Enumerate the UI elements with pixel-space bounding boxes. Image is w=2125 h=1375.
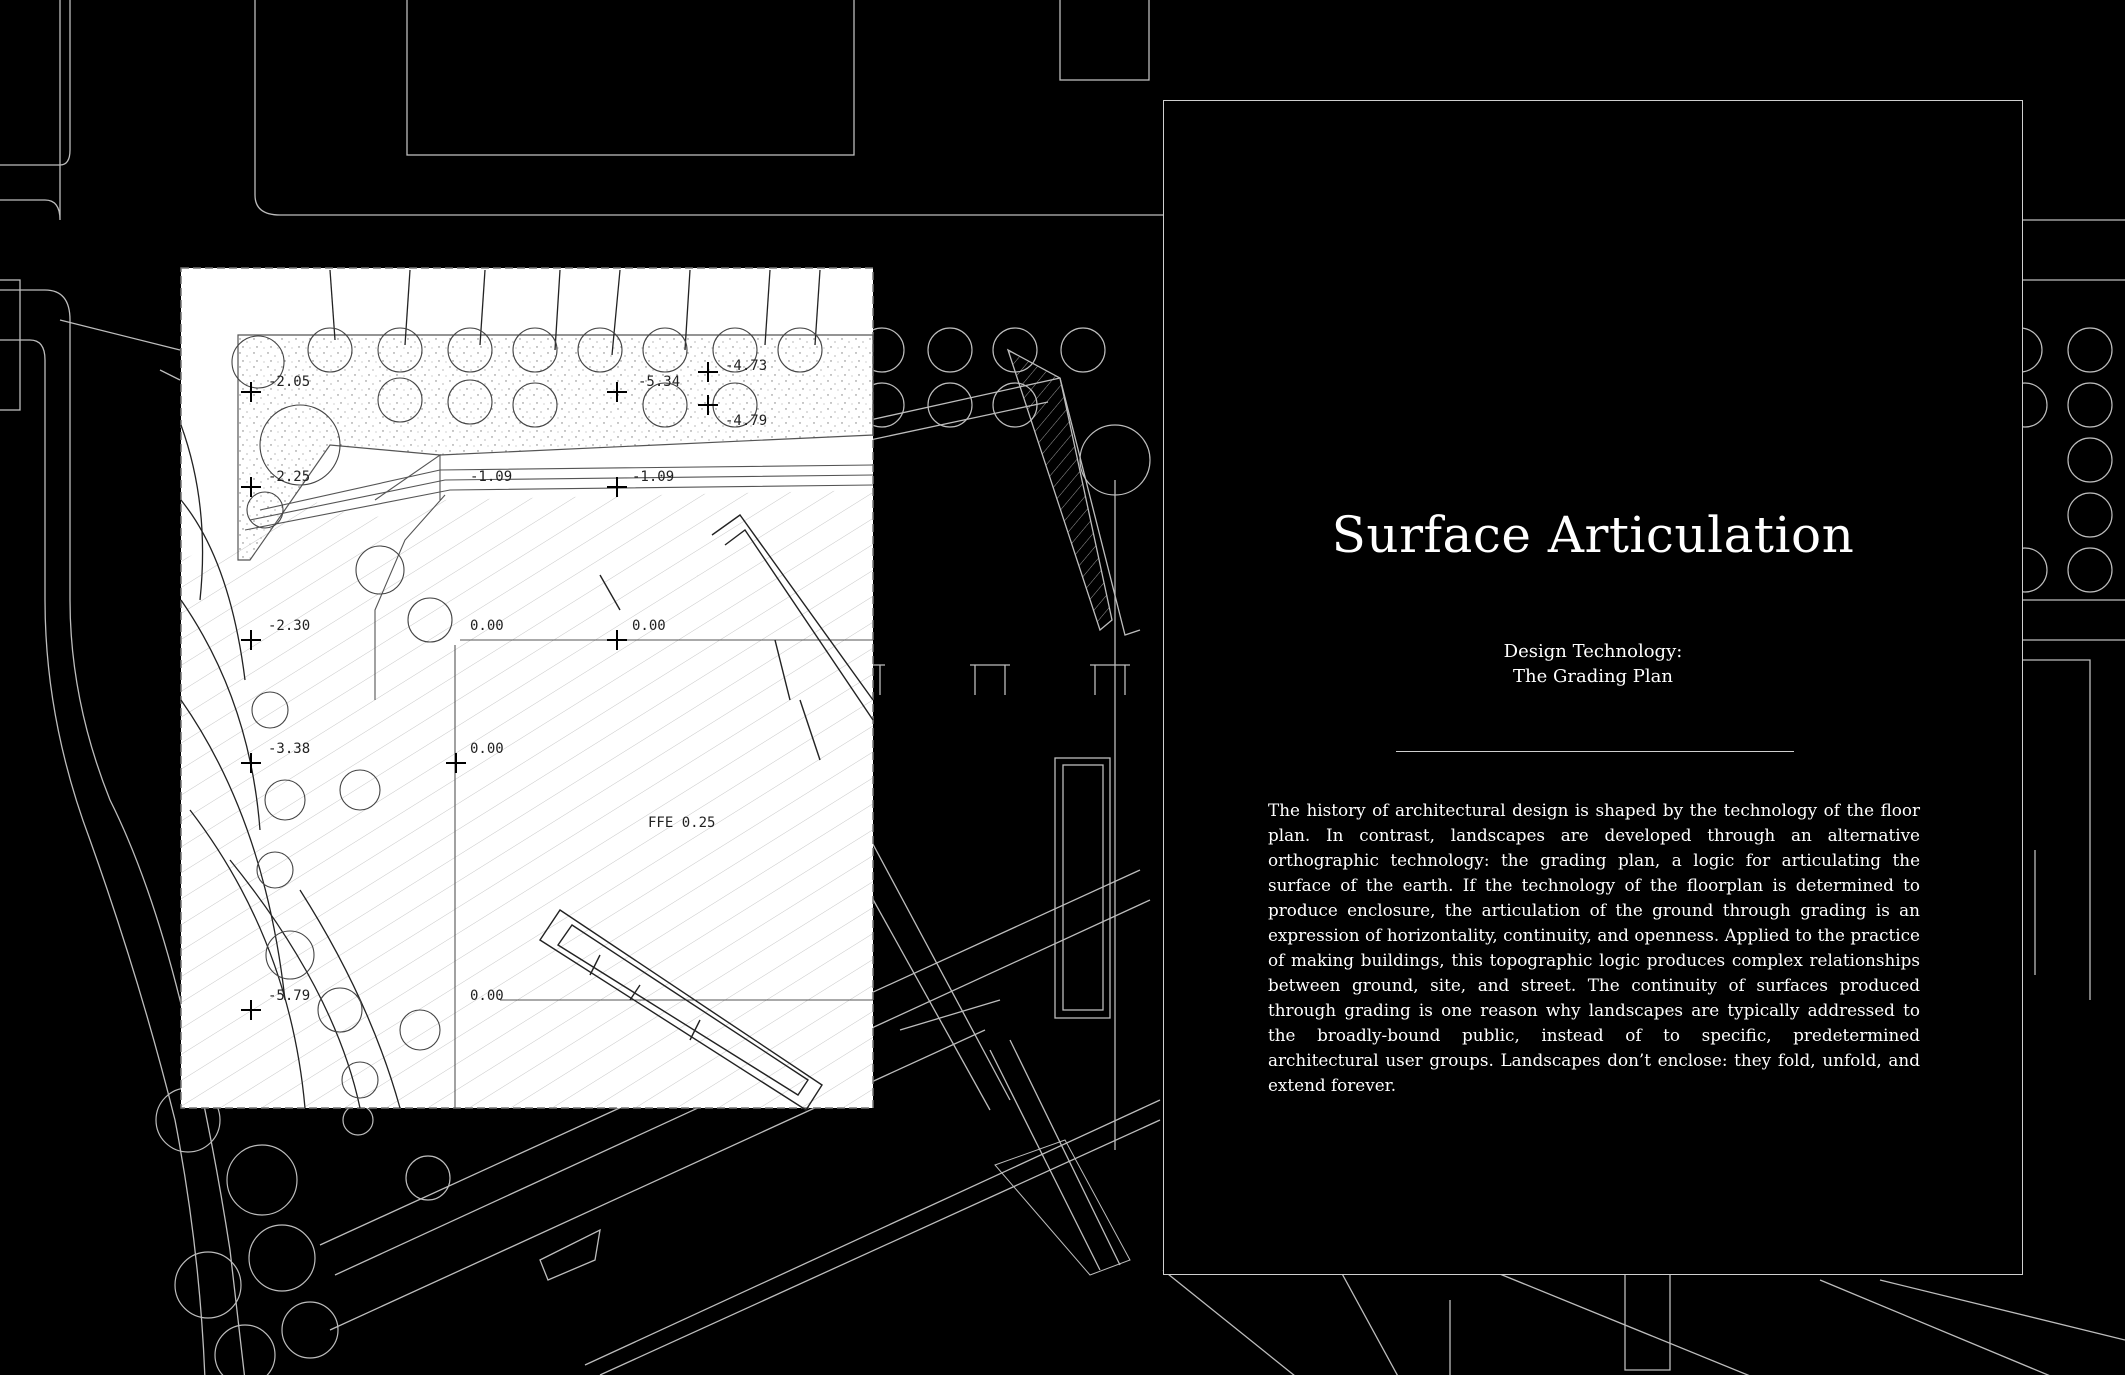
panel-subtitle: Design Technology: The Grading Plan (1164, 639, 2022, 689)
panel-title: Surface Articulation (1331, 506, 1855, 564)
trees-context (155, 327, 2113, 1375)
pergola-frames (845, 664, 1130, 695)
elevation-label: -4.73 (725, 358, 767, 374)
elevation-label: -4.79 (725, 413, 767, 429)
panel-subtitle-line: Design Technology: (1503, 641, 1683, 662)
finished-floor-elevation-label: FFE 0.25 (648, 815, 715, 831)
grading-plan-sheet: -2.05 -5.34 -4.73 -4.79 -2.25 -1.09 -1.0… (180, 267, 874, 1111)
elevation-label: -2.30 (268, 618, 310, 634)
elevation-label: 0.00 (632, 618, 666, 634)
text-panel: Surface Articulation Design Technology: … (1163, 100, 2023, 1275)
elevation-label: 0.00 (470, 741, 504, 757)
spot-elevation-crosses (241, 362, 718, 1020)
panel-subtitle-line: The Grading Plan (1513, 666, 1673, 687)
elevation-label: -1.09 (470, 469, 512, 485)
elevation-label: 0.00 (470, 618, 504, 634)
elevation-label: -5.34 (638, 374, 680, 390)
elevation-label: -5.79 (268, 988, 310, 1004)
elevation-label: -2.25 (268, 469, 310, 485)
elevation-label: 0.00 (470, 988, 504, 1004)
divider (1396, 751, 1794, 752)
elevation-label: -3.38 (268, 741, 310, 757)
elevation-label: -1.09 (632, 469, 674, 485)
elevation-label: -2.05 (268, 374, 310, 390)
panel-body-text: The history of architectural design is s… (1268, 800, 1920, 1095)
